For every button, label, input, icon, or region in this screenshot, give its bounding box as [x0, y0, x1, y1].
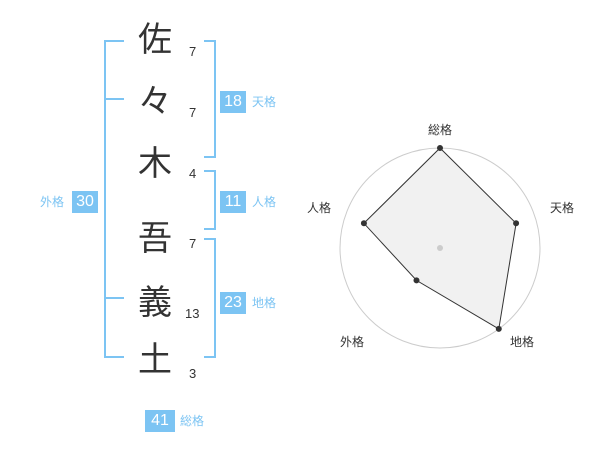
radar-points	[360, 145, 520, 332]
radar-axis-label-soukaku: 総格	[428, 122, 452, 137]
soukaku-value-badge: 41	[145, 410, 175, 432]
radar-point-3	[495, 325, 502, 332]
radar-point-4	[413, 277, 420, 284]
radar-axis-label-chikaku: 地格	[510, 334, 534, 349]
radar-point-1	[437, 145, 443, 151]
radar-axis-label-tenkaku: 天格	[550, 200, 574, 215]
name-char-3: 木	[138, 144, 172, 184]
jinkaku-value-badge: 11	[220, 191, 246, 213]
tenkaku-bracket	[204, 40, 216, 158]
stroke-count-4: 7	[189, 236, 197, 251]
stroke-count-3: 4	[189, 166, 197, 181]
radar-point-5	[360, 220, 367, 227]
radar-center-dot	[437, 245, 443, 251]
gaikaku-value-badge: 30	[72, 191, 98, 213]
tenkaku-label: 天格	[252, 95, 277, 109]
chikaku-label: 地格	[252, 296, 277, 310]
stroke-count-2: 7	[189, 105, 197, 120]
gaikaku-bracket-tick-2	[104, 297, 124, 299]
gaikaku-bracket-tick-1	[104, 98, 124, 100]
gaikaku-label: 外格	[40, 195, 65, 209]
tenkaku-value-badge: 18	[220, 91, 246, 113]
name-char-2: 々	[138, 82, 172, 122]
radar-point-2	[513, 220, 520, 227]
radar-area	[363, 147, 517, 330]
stroke-count-1: 7	[189, 44, 197, 59]
radar-axis-label-gaikaku: 外格	[340, 334, 364, 349]
name-char-5: 義	[138, 283, 172, 323]
name-char-6: 土	[138, 340, 172, 380]
name-char-1: 佐	[138, 20, 172, 60]
name-char-4: 吾	[138, 219, 172, 259]
stroke-count-5: 13	[185, 306, 200, 321]
radar-axis-label-jinkaku: 人格	[307, 200, 331, 215]
chikaku-value-badge: 23	[220, 292, 246, 314]
jinkaku-bracket	[204, 170, 216, 230]
soukaku-label: 総格	[180, 414, 205, 428]
chikaku-bracket	[204, 238, 216, 358]
gaikaku-bracket	[104, 40, 124, 358]
stroke-count-6: 3	[189, 366, 197, 381]
jinkaku-label: 人格	[252, 195, 277, 209]
